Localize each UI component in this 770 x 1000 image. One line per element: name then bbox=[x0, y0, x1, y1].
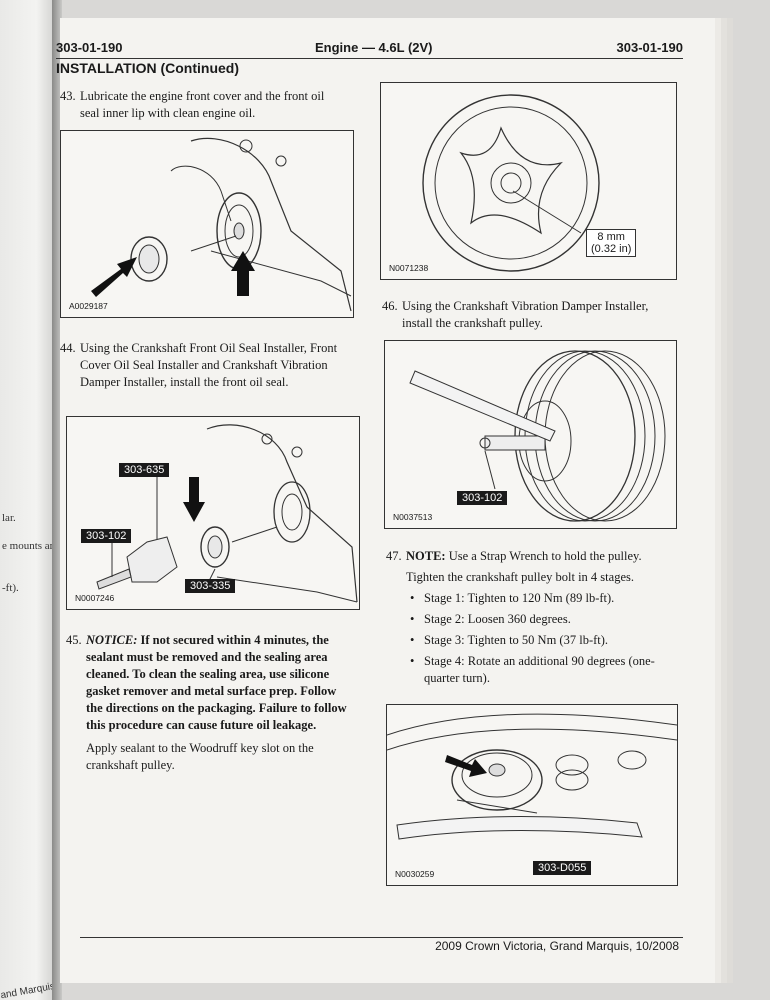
figure-strap-wrench: 303-D055 N0030259 bbox=[386, 704, 678, 886]
figure-front-oil-seal: 303-635 303-102 303-335 N0007246 bbox=[66, 416, 360, 610]
figure-pulley-install: 303-102 N0037513 bbox=[384, 340, 677, 529]
figure-front-cover: A0029187 bbox=[60, 130, 354, 318]
figure-crankshaft-key: 8 mm (0.32 in) N0071238 bbox=[380, 82, 677, 280]
facing-page-footer: and Marquis, 10/20 bbox=[0, 976, 52, 1000]
tool-tag: 303-102 bbox=[457, 491, 508, 505]
page-number-right: 303-01-190 bbox=[616, 40, 684, 55]
list-item: Stage 1: Tighten to 120 Nm (89 lb-ft). bbox=[410, 590, 678, 607]
dimension-in: (0.32 in) bbox=[591, 243, 632, 255]
page-title: Engine — 4.6L (2V) bbox=[315, 40, 433, 55]
step-number: 47. bbox=[386, 549, 402, 563]
facing-page-fragment: -ft). bbox=[2, 582, 19, 594]
step-47: 47. NOTE: Use a Strap Wrench to hold the… bbox=[386, 548, 678, 691]
crankshaft-pulley-illustration bbox=[422, 94, 600, 272]
list-item: Stage 2: Loosen 360 degrees. bbox=[410, 611, 678, 628]
notice-text: If not secured within 4 minutes, the sea… bbox=[86, 633, 347, 732]
facing-page: lar. e mounts an -ft). and Marquis, 10/2… bbox=[0, 0, 52, 1000]
note-text: Use a Strap Wrench to hold the pulley. bbox=[448, 549, 642, 563]
step-number: 46. bbox=[382, 299, 398, 313]
figure-id: N0037513 bbox=[393, 512, 433, 522]
tool-tag: 303-102 bbox=[81, 529, 132, 543]
section-title: INSTALLATION (Continued) bbox=[56, 60, 239, 76]
page-footer: 2009 Crown Victoria, Grand Marquis, 10/2… bbox=[435, 939, 679, 953]
note-label: NOTE: bbox=[406, 549, 446, 563]
dimension-callout: 8 mm (0.32 in) bbox=[586, 229, 637, 257]
step-text: Using the Crankshaft Vibration Damper In… bbox=[402, 299, 649, 330]
step-46: 46. Using the Crankshaft Vibration Dampe… bbox=[382, 298, 672, 332]
step-number: 45. bbox=[66, 633, 82, 647]
list-item: Stage 4: Rotate an additional 90 degrees… bbox=[410, 653, 678, 687]
footer-rule bbox=[80, 937, 683, 938]
pulley-installer-illustration bbox=[409, 350, 666, 522]
step-number: 44. bbox=[60, 341, 76, 355]
step-text: Using the Crankshaft Front Oil Seal Inst… bbox=[80, 341, 338, 389]
figure-id: N0071238 bbox=[389, 263, 429, 273]
notice-block: NOTICE: If not secured within 4 minutes,… bbox=[86, 632, 356, 734]
notice-label: NOTICE: bbox=[86, 633, 138, 647]
step-text: Lubricate the engine front cover and the… bbox=[80, 89, 325, 120]
tool-tag: 303-635 bbox=[119, 463, 170, 477]
oil-seal-illustration bbox=[96, 424, 358, 603]
step-text: Apply sealant to the Woodruff key slot o… bbox=[86, 741, 314, 772]
book-spine bbox=[52, 0, 62, 1000]
step-number: 43. bbox=[60, 89, 76, 103]
step-44: 44. Using the Crankshaft Front Oil Seal … bbox=[60, 340, 350, 391]
facing-page-fragment: lar. bbox=[2, 512, 16, 524]
figure-id: N0030259 bbox=[395, 869, 435, 879]
front-cover-illustration bbox=[91, 137, 352, 312]
step-45: 45. NOTICE: If not secured within 4 minu… bbox=[66, 632, 356, 774]
list-item: Stage 3: Tighten to 50 Nm (37 lb-ft). bbox=[410, 632, 678, 649]
facing-page-fragment: e mounts an bbox=[2, 540, 52, 552]
page-header: 303-01-190 Engine — 4.6L (2V) 303-01-190 bbox=[56, 40, 715, 60]
tool-tag: 303-335 bbox=[185, 579, 236, 593]
header-rule bbox=[56, 58, 683, 59]
tool-tag: 303-D055 bbox=[533, 861, 592, 875]
manual-page: 303-01-190 Engine — 4.6L (2V) 303-01-190… bbox=[56, 18, 715, 983]
page-number-left: 303-01-190 bbox=[56, 40, 123, 55]
strap-wrench-illustration bbox=[387, 713, 677, 840]
dimension-mm: 8 mm bbox=[597, 231, 625, 243]
step-text: Tighten the crankshaft pulley bolt in 4 … bbox=[406, 570, 634, 584]
torque-stages-list: Stage 1: Tighten to 120 Nm (89 lb-ft). S… bbox=[406, 590, 678, 687]
step-43: 43. Lubricate the engine front cover and… bbox=[60, 88, 345, 122]
figure-id: N0007246 bbox=[75, 593, 115, 603]
figure-id: A0029187 bbox=[69, 301, 108, 311]
